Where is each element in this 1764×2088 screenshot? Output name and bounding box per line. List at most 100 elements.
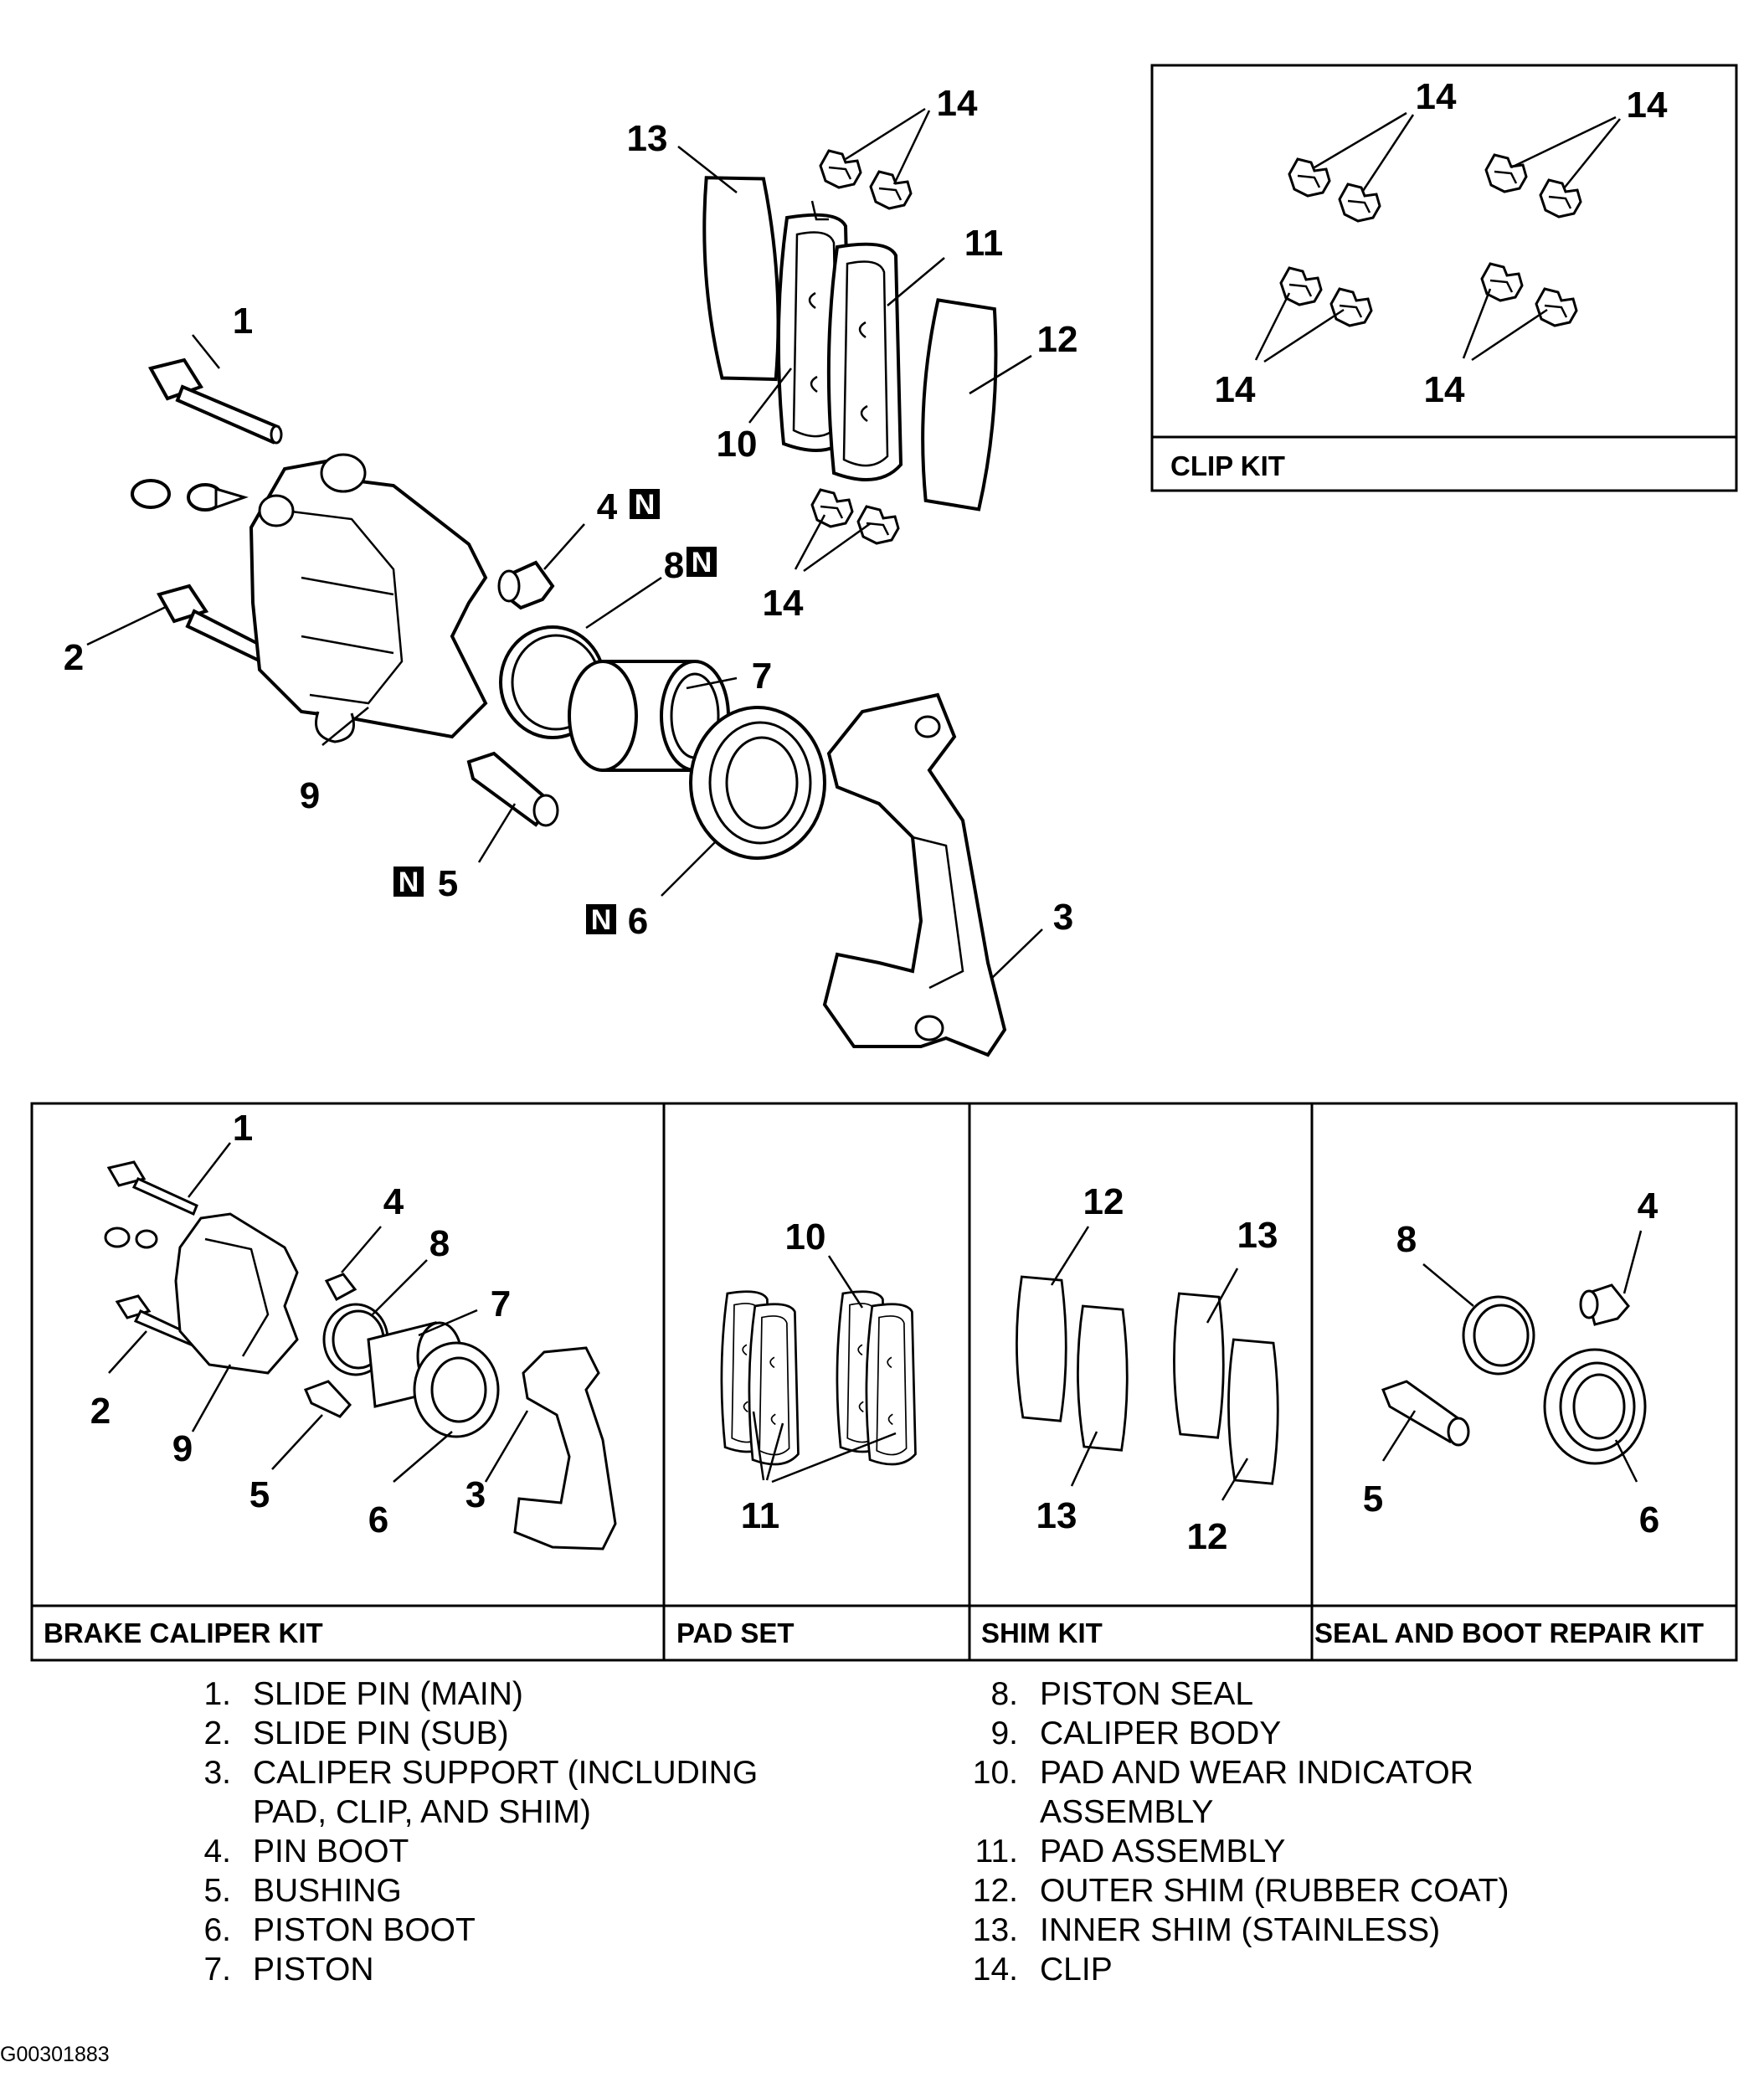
legend-number: 10. <box>972 1755 1018 1791</box>
legend-item: 2.SLIDE PIN (SUB) <box>176 1714 758 1753</box>
legend-item: 6. PISTON BOOT <box>176 1911 758 1950</box>
kit-callout-6: 6 <box>368 1499 388 1540</box>
legend-number: 8. <box>990 1676 1018 1712</box>
legend-number: 13. <box>972 1912 1018 1948</box>
legend-text: CALIPER SUPPORT (INCLUDING <box>253 1755 759 1791</box>
legend-number: 12. <box>972 1873 1018 1909</box>
clip-kit-callout-14a: 14 <box>1416 76 1457 117</box>
dust-cap <box>131 479 249 512</box>
legend-item: 1. SLIDE PIN (MAIN) <box>176 1674 758 1714</box>
callout-14-top: 14 <box>937 83 978 124</box>
legend-text-continued: ASSEMBLY <box>1040 1794 1214 1830</box>
legend-item: 5.BUSHING <box>176 1871 758 1911</box>
legend-text: PISTON <box>253 1952 374 1988</box>
new-part-mark-8: N <box>692 547 712 579</box>
pad-set-title: PAD SET <box>676 1617 795 1648</box>
clip-kit-title: CLIP KIT <box>1170 450 1285 481</box>
callout-13: 13 <box>627 118 668 159</box>
kit-callout-8: 8 <box>429 1223 450 1264</box>
clip-kit-panel: CLIP KIT 14 14 14 14 <box>1150 64 1738 492</box>
kits-panel: BRAKE CALIPER KIT PAD SET SHIM KIT SEAL … <box>30 1102 1738 1662</box>
shim-kit-callout-12a: 12 <box>1083 1181 1124 1222</box>
callout-1: 1 <box>233 301 253 342</box>
piston-boot <box>689 706 826 860</box>
callout-8: 8 <box>664 545 684 586</box>
legend-number: 14. <box>972 1952 1018 1988</box>
legend-text: PIN BOOT <box>253 1833 409 1869</box>
callout-14-bottom: 14 <box>763 583 804 624</box>
legend-text-continued: PAD, CLIP, AND SHIM) <box>253 1794 591 1830</box>
legend-text: PISTON BOOT <box>253 1912 476 1948</box>
legend-item: 4. PIN BOOT <box>176 1832 758 1871</box>
legend-text: PISTON SEAL <box>1040 1676 1254 1712</box>
clip-kit-callout-14c: 14 <box>1215 369 1256 410</box>
figure-code: G00301883 <box>0 2043 110 2066</box>
legend-text: PAD AND WEAR INDICATOR <box>1040 1755 1473 1791</box>
legend-number: 3. <box>203 1755 231 1791</box>
caliper-support <box>822 692 1007 1057</box>
legend-text: SLIDE PIN (MAIN) <box>253 1676 523 1712</box>
slide-pin-main <box>147 357 283 445</box>
legend-number: 2. <box>203 1715 231 1751</box>
clip-kit-callout-14b: 14 <box>1627 85 1668 126</box>
brake-caliper-kit-parts <box>104 1160 617 1551</box>
seal-boot-kit-parts <box>1381 1283 1647 1465</box>
bushing <box>466 751 559 827</box>
legend-text: PAD ASSEMBLY <box>1040 1833 1286 1869</box>
callout-5: 5 <box>438 863 458 904</box>
legend-number: 6. <box>203 1912 231 1948</box>
legend-number: 1. <box>203 1676 231 1712</box>
callout-2: 2 <box>64 637 84 678</box>
legend-item: 11. PAD ASSEMBLY <box>963 1832 1509 1871</box>
pin-boot <box>497 560 555 610</box>
shim-kit-callout-13a: 13 <box>1036 1495 1077 1536</box>
callout-4: 4 <box>597 486 618 527</box>
legend-item: 7. PISTON <box>176 1950 758 1989</box>
kit-callout-9: 9 <box>172 1428 193 1469</box>
legend-item: 13. INNER SHIM (STAINLESS) <box>963 1911 1509 1950</box>
shim-kit-callout-13b: 13 <box>1237 1215 1278 1256</box>
legend-text: INNER SHIM (STAINLESS) <box>1040 1912 1441 1948</box>
legend-item: 10. PAD AND WEAR INDICATOR <box>963 1753 1509 1792</box>
kit-callout-7: 7 <box>491 1283 511 1324</box>
kit-callout-3: 3 <box>465 1474 486 1515</box>
legend-text: CLIP <box>1040 1952 1113 1988</box>
brake-caliper-kit-title: BRAKE CALIPER KIT <box>44 1617 323 1648</box>
legend-number: 11. <box>975 1833 1018 1869</box>
new-part-mark-6: N <box>591 904 612 936</box>
callout-6: 6 <box>628 901 648 942</box>
seal-boot-kit-title: SEAL AND BOOT REPAIR KIT <box>1314 1617 1704 1648</box>
kit-callout-4: 4 <box>383 1181 404 1222</box>
seal-kit-callout-6: 6 <box>1639 1499 1659 1540</box>
caliper-body <box>249 453 488 743</box>
new-part-mark-5: N <box>399 867 419 898</box>
legend-item: 9.CALIPER BODY <box>963 1714 1509 1753</box>
legend-item: 14. CLIP <box>963 1950 1509 1989</box>
kit-callout-1: 1 <box>233 1108 253 1149</box>
legend-number: 4. <box>203 1833 231 1869</box>
legend-text: OUTER SHIM (RUBBER COAT) <box>1040 1873 1509 1909</box>
callout-7: 7 <box>752 656 772 697</box>
shim-kit-parts <box>1016 1275 1279 1485</box>
pad-set-parts <box>720 1290 917 1466</box>
legend-item: 3. CALIPER SUPPORT (INCLUDING <box>176 1753 758 1792</box>
callout-10: 10 <box>717 424 758 465</box>
new-part-mark-4: N <box>635 489 656 521</box>
legend-item: 12. OUTER SHIM (RUBBER COAT) <box>963 1871 1509 1911</box>
pad-set-callout-11: 11 <box>741 1495 780 1536</box>
seal-kit-callout-8: 8 <box>1396 1219 1417 1260</box>
callout-12: 12 <box>1037 319 1078 360</box>
kit-callout-2: 2 <box>90 1391 111 1432</box>
shim-kit-callout-12b: 12 <box>1187 1516 1228 1557</box>
callout-3: 3 <box>1053 897 1073 938</box>
slide-pin-sub <box>157 584 275 667</box>
seal-kit-callout-5: 5 <box>1363 1479 1383 1520</box>
legend-number: 7. <box>203 1952 231 1988</box>
legend-item: 8. PISTON SEAL <box>963 1674 1509 1714</box>
legend-text: CALIPER BODY <box>1040 1715 1282 1751</box>
callout-11: 11 <box>964 223 1004 264</box>
pad-set-callout-10: 10 <box>785 1216 826 1257</box>
kit-callout-5: 5 <box>249 1474 270 1515</box>
